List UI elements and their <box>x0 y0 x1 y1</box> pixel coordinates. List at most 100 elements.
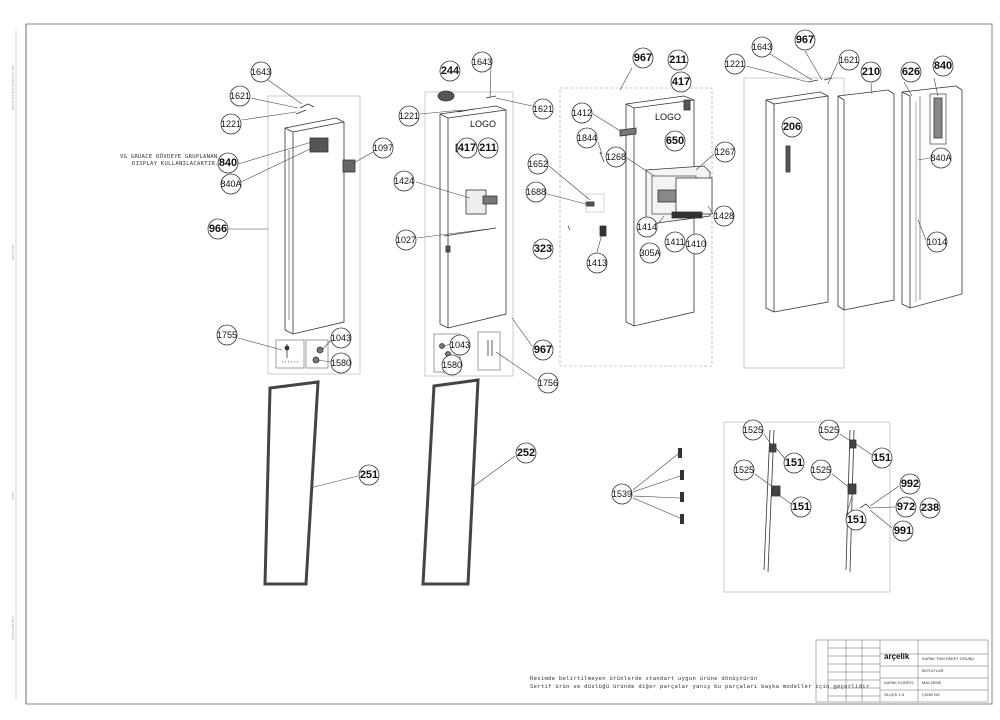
callout-circle <box>471 51 493 73</box>
callout-1043: 1043 <box>330 327 352 349</box>
callout-circle <box>220 113 242 135</box>
callout-1027: 1027 <box>395 229 417 251</box>
callout-840: 840 <box>932 55 954 77</box>
callout-label: 1014 <box>927 237 947 247</box>
callout-label: 1268 <box>606 152 626 162</box>
callout-1652: 1652 <box>527 153 549 175</box>
callout-circle <box>895 496 917 518</box>
callout-840: 840 <box>217 152 239 174</box>
callout-label: 650 <box>666 135 684 147</box>
callout-1643: 1643 <box>471 51 493 73</box>
part-244-knob <box>437 90 455 102</box>
callout-label: 1221 <box>221 119 241 129</box>
callout-label: 151 <box>847 514 865 526</box>
footer-note-2: Sertif ürün ve düzlüğü üründe diğer parç… <box>530 683 870 690</box>
title-block-text: arçelik KAPAK TÜM PAKET GRUBU BOYUTLAR M… <box>884 652 974 697</box>
callout-circle <box>636 216 658 238</box>
callout-label: 1221 <box>399 111 419 121</box>
callout-circle <box>532 98 554 120</box>
side-note: VG GRUACE DÖVDEYE GRUPLANAN DISPLAY KULL… <box>120 153 219 167</box>
callout-label: 151 <box>873 452 891 464</box>
callout-label: 151 <box>785 457 803 469</box>
callout-1411: 1411 <box>664 231 686 253</box>
door-frame-626 <box>901 85 963 309</box>
callout-252: 252 <box>515 442 537 464</box>
callout-label: 1621 <box>839 55 859 65</box>
callout-label: 1643 <box>472 57 492 67</box>
callout-circle <box>639 242 661 264</box>
callout-circle <box>667 49 689 71</box>
callout-circle <box>477 137 499 159</box>
tb-field-4: ÇİZİM NO <box>922 692 940 697</box>
sheet-border <box>15 23 993 705</box>
callout-circle <box>899 473 921 495</box>
callout-label: 1413 <box>587 258 607 268</box>
tb-field-2: MALZEME <box>922 680 942 685</box>
callout-label: 840 <box>934 60 952 72</box>
callout-1410: 1410 <box>685 233 707 255</box>
door-group-right <box>743 77 963 369</box>
callout-label: 1844 <box>577 133 597 143</box>
callout-circle <box>664 231 686 253</box>
group-box-middle <box>424 91 514 377</box>
callout-626: 626 <box>900 61 922 83</box>
callout-label: 1688 <box>526 187 546 197</box>
callout-circle <box>926 231 948 253</box>
callout-967: 967 <box>794 29 816 51</box>
svg-text:ÇİZEN KONTROL: ÇİZEN KONTROL <box>10 615 15 640</box>
gasket-252 <box>421 378 480 586</box>
callout-circle <box>532 339 554 361</box>
callout-label: 151 <box>792 501 810 513</box>
callout-circle <box>398 105 420 127</box>
door-group-left <box>267 95 361 375</box>
callout-label: 991 <box>894 525 912 537</box>
callout-circle <box>713 205 735 227</box>
callout-label: 967 <box>796 34 814 46</box>
callout-circle <box>576 127 598 149</box>
callout-circle <box>632 47 654 69</box>
callout-1414: 1414 <box>636 216 658 238</box>
callout-circle <box>372 137 394 159</box>
callout-circle <box>838 49 860 71</box>
dispenser-group <box>559 87 713 367</box>
callout-650: 650 <box>664 130 686 152</box>
callout-323: 323 <box>532 238 554 260</box>
callout-circle <box>733 459 755 481</box>
callout-label: 1097 <box>373 143 393 153</box>
callout-circle <box>670 71 692 93</box>
callout-circle <box>810 459 832 481</box>
door-group-middle <box>424 90 514 377</box>
callout-label: 967 <box>534 344 552 356</box>
callout-circle <box>790 496 812 518</box>
callout-circle <box>532 238 554 260</box>
door-panel-206 <box>765 91 829 313</box>
callout-label: 966 <box>209 223 227 235</box>
callout-1267: 1267 <box>714 141 736 163</box>
tb-field-1: BOYUTLAR <box>922 668 944 673</box>
callout-circle <box>330 352 352 374</box>
callout-circle <box>250 61 272 83</box>
callout-circle <box>358 464 380 486</box>
side-note-line-2: DISPLAY KULLANILACAKTIR. <box>132 161 219 167</box>
callout-label: 1027 <box>396 235 416 245</box>
callout-label: 1525 <box>811 465 831 475</box>
callout-circle <box>393 170 415 192</box>
callout-label: 1580 <box>442 360 462 370</box>
bushings-1539 <box>678 448 684 524</box>
callout-circle <box>919 497 941 519</box>
callout-label: 206 <box>783 121 801 133</box>
logo-label-middle-door: LOGO <box>470 119 496 129</box>
callout-1539: 1539 <box>611 483 633 505</box>
group-box-left <box>267 95 361 375</box>
callout-966: 966 <box>207 218 229 240</box>
callout-151: 151 <box>783 452 805 474</box>
callout-circle <box>220 173 242 195</box>
left-margin-text: BAKIM ÜNİTESİ PARÇA LİSTESİ REVİZYON ONA… <box>10 65 15 640</box>
callout-251: 251 <box>358 464 380 486</box>
callout-840A: 840A <box>930 147 952 169</box>
callout-1621: 1621 <box>229 85 251 107</box>
callout-circle <box>742 419 764 441</box>
callout-circle <box>330 327 352 349</box>
callout-circle <box>441 354 463 376</box>
